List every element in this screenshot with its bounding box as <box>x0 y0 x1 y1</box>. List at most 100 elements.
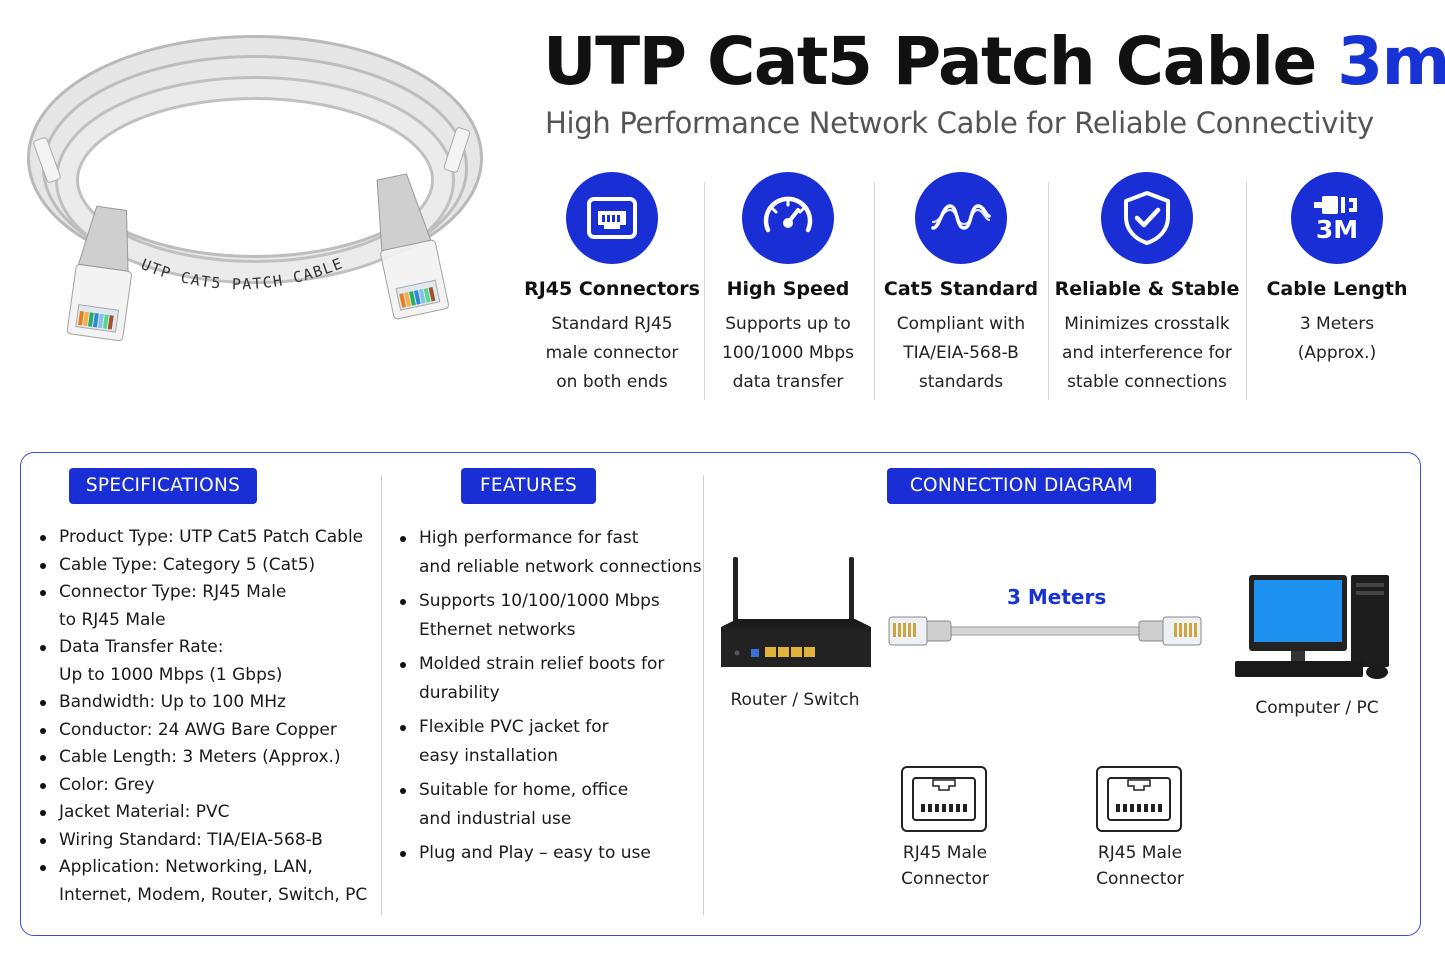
connector-label-line: RJ45 Male <box>902 843 988 863</box>
cable-length-icon: 3M <box>1291 172 1383 264</box>
spec-item: Product Type: UTP Cat5 Patch Cable <box>37 524 367 552</box>
spec-text: Cable Length: 3 Meters (Approx.) <box>59 747 341 767</box>
feature-item: Suitable for home, office and industrial … <box>397 776 702 834</box>
rj45-connector-icon <box>1096 766 1182 832</box>
feature-desc: Supports up to 100/1000 Mbps data transf… <box>708 310 868 397</box>
connector-label: RJ45 Male Connector <box>880 840 1010 892</box>
cable-length-icon-text: 3M <box>1315 215 1359 244</box>
spec-text: Application: Networking, LAN, <box>59 857 313 877</box>
feature-desc-line: Standard RJ45 <box>551 314 673 334</box>
spec-text: Color: Grey <box>59 774 155 795</box>
feature-text: and industrial use <box>419 809 572 829</box>
spec-text: Product Type: UTP Cat5 Patch Cable <box>59 527 364 547</box>
feature-desc-line: Compliant with <box>896 314 1026 334</box>
feature-text: durability <box>419 683 500 703</box>
feature-rj45: RJ45 Connectors Standard RJ45 male conne… <box>522 172 702 402</box>
connector-label: RJ45 Male Connector <box>1075 840 1205 892</box>
page-title: UTP Cat5 Patch Cable 3m <box>543 22 1445 102</box>
feature-text: High performance for fast <box>419 528 639 548</box>
spec-text: Up to 1000 Mbps (1 Gbps) <box>59 664 283 685</box>
connector-label-line: RJ45 Male <box>1097 843 1183 863</box>
spec-text: Conductor: 24 AWG Bare Copper <box>59 719 337 740</box>
specifications-heading: SPECIFICATIONS <box>69 468 257 504</box>
feature-desc-line: and interference for <box>1062 343 1232 363</box>
feature-desc-line: standards <box>918 372 1004 392</box>
spec-text: to RJ45 Male <box>59 609 166 630</box>
feature-text: Suitable for home, office <box>419 780 629 800</box>
feature-title: Cable Length <box>1266 278 1408 300</box>
feature-title: RJ45 Connectors <box>524 278 700 300</box>
rj45-connector-icon <box>901 766 987 832</box>
feature-desc-line: stable connections <box>1067 372 1227 392</box>
feature-highlights: RJ45 Connectors Standard RJ45 male conne… <box>522 172 1438 402</box>
spec-item: Cable Type: Category 5 (Cat5) <box>37 552 367 580</box>
feature-desc-line: TIA/EIA-568-B <box>903 343 1019 363</box>
divider <box>704 182 705 400</box>
spec-item: Cable Length: 3 Meters (Approx.) <box>37 744 367 772</box>
signal-wave-icon <box>915 172 1007 264</box>
computer-label: Computer / PC <box>1255 698 1379 718</box>
cable-length-label: 3 Meters <box>1007 585 1107 609</box>
feature-text: Molded strain relief boots for <box>419 654 665 674</box>
feature-text: Supports 10/100/1000 Mbps <box>419 591 660 611</box>
feature-length: 3M Cable Length 3 Meters (Approx.) <box>1262 172 1412 402</box>
cable-product-image: UTP CAT5 PATCH CABLE <box>27 35 483 342</box>
feature-item: Plug and Play – easy to use <box>397 839 702 868</box>
spec-text: Cable Type: Category 5 (Cat5) <box>59 554 316 575</box>
feature-desc-line: data transfer <box>732 372 844 392</box>
specifications-list: Product Type: UTP Cat5 Patch Cable Cable… <box>37 524 367 909</box>
feature-desc-line: male connector <box>545 343 679 363</box>
feature-title: Reliable & Stable <box>1054 278 1240 300</box>
feature-desc-line: Minimizes crosstalk <box>1064 314 1230 334</box>
feature-desc: 3 Meters (Approx.) <box>1262 310 1412 368</box>
feature-cat5: Cat5 Standard Compliant with TIA/EIA-568… <box>878 172 1044 402</box>
divider <box>1048 182 1049 400</box>
feature-item: Molded strain relief boots for durability <box>397 650 702 708</box>
spec-item: Data Transfer Rate:Up to 1000 Mbps (1 Gb… <box>37 634 367 689</box>
spec-text: Connector Type: RJ45 Male <box>59 582 287 602</box>
router-label: Router / Switch <box>730 690 860 710</box>
spec-item: Wiring Standard: TIA/EIA-568-B <box>37 827 367 855</box>
feature-item: High performance for fast and reliable ne… <box>397 524 702 582</box>
feature-title: High Speed <box>726 278 850 300</box>
details-panel: SPECIFICATIONS Product Type: UTP Cat5 Pa… <box>20 452 1421 936</box>
patch-cable-icon <box>888 616 1202 646</box>
spec-item: Connector Type: RJ45 Male to RJ45 Male <box>37 579 367 634</box>
spec-item: Bandwidth: Up to 100 MHz <box>37 689 367 717</box>
connector-label-line: Connector <box>1096 869 1184 889</box>
shield-check-icon <box>1101 172 1193 264</box>
spec-item: Jacket Material: PVC <box>37 799 367 827</box>
feature-desc-line: (Approx.) <box>1297 343 1377 363</box>
features-list: High performance for fast and reliable ne… <box>397 524 702 873</box>
feature-desc: Minimizes crosstalk and interference for… <box>1052 310 1242 397</box>
feature-text: Flexible PVC jacket for <box>419 717 609 737</box>
divider <box>381 475 382 915</box>
feature-text: Plug and Play – easy to use <box>419 843 651 863</box>
page-subtitle: High Performance Network Cable for Relia… <box>545 106 1374 140</box>
connector-label-line: Connector <box>901 869 989 889</box>
feature-item: Flexible PVC jacket for easy installation <box>397 713 702 771</box>
features-heading: FEATURES <box>461 468 596 504</box>
feature-title: Cat5 Standard <box>883 278 1039 300</box>
feature-desc-line: Supports up to <box>725 314 851 334</box>
feature-desc: Compliant with TIA/EIA-568-B standards <box>878 310 1044 397</box>
feature-reliable: Reliable & Stable Minimizes crosstalk an… <box>1052 172 1242 402</box>
feature-desc-line: 3 Meters <box>1299 314 1375 334</box>
divider <box>703 475 704 915</box>
spec-text: Jacket Material: PVC <box>59 802 230 822</box>
feature-text: easy installation <box>419 746 559 766</box>
feature-desc: Standard RJ45 male connector on both end… <box>522 310 702 397</box>
router-icon <box>721 557 871 667</box>
spec-item: Application: Networking, LAN, Internet, M… <box>37 854 367 909</box>
computer-icon <box>1235 575 1389 679</box>
title-main: UTP Cat5 Patch Cable <box>543 23 1317 100</box>
connection-diagram-heading: CONNECTION DIAGRAM <box>887 468 1156 504</box>
feature-speed: High Speed Supports up to 100/1000 Mbps … <box>708 172 868 402</box>
divider <box>874 182 875 400</box>
spec-text: Internet, Modem, Router, Switch, PC <box>59 884 368 905</box>
spec-text: Wiring Standard: TIA/EIA-568-B <box>59 829 323 850</box>
feature-text: Ethernet networks <box>419 620 576 640</box>
feature-text: and reliable network connections <box>419 557 702 577</box>
feature-desc-line: 100/1000 Mbps <box>722 343 854 363</box>
divider <box>1246 182 1247 400</box>
